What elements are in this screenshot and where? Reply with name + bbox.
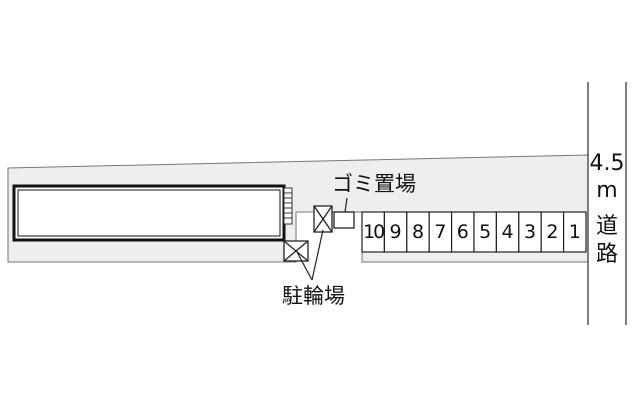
- bicycle-pointer-2: [311, 229, 324, 281]
- garbage-area-label: ゴミ置場: [332, 172, 416, 196]
- parking-slot-number: 2: [546, 221, 559, 243]
- parking-slot-number: 8: [411, 221, 425, 243]
- parking-slot-number: 3: [523, 221, 537, 243]
- parking-slot-number: 9: [389, 221, 402, 243]
- garbage-pointer: [344, 197, 348, 213]
- road-char-2: 路: [595, 242, 618, 267]
- bicycle-shed-box-2: [313, 205, 333, 233]
- parking-slot-number: 4: [501, 221, 514, 243]
- parking-slot-number: 5: [479, 221, 492, 243]
- garbage-box: [333, 211, 355, 229]
- road-char-1: 道: [595, 214, 618, 239]
- parking-slot-number: 10: [363, 221, 385, 243]
- road-width: 4.5: [589, 151, 625, 176]
- parking-slot: [562, 211, 587, 253]
- parking-slot-number: 7: [434, 221, 447, 243]
- parking-slot-number: 6: [456, 221, 469, 243]
- bicycle-pointer-1: [296, 251, 313, 281]
- parking-slot-number: 1: [568, 221, 581, 243]
- parking-slots: [361, 211, 587, 253]
- bicycle-parking-label: 駐輪場: [282, 284, 345, 308]
- road-unit: m: [596, 178, 618, 203]
- building-inner: [17, 189, 281, 237]
- building: [12, 184, 286, 242]
- stairs: [283, 187, 293, 225]
- bicycle-shed-box-1: [283, 240, 309, 262]
